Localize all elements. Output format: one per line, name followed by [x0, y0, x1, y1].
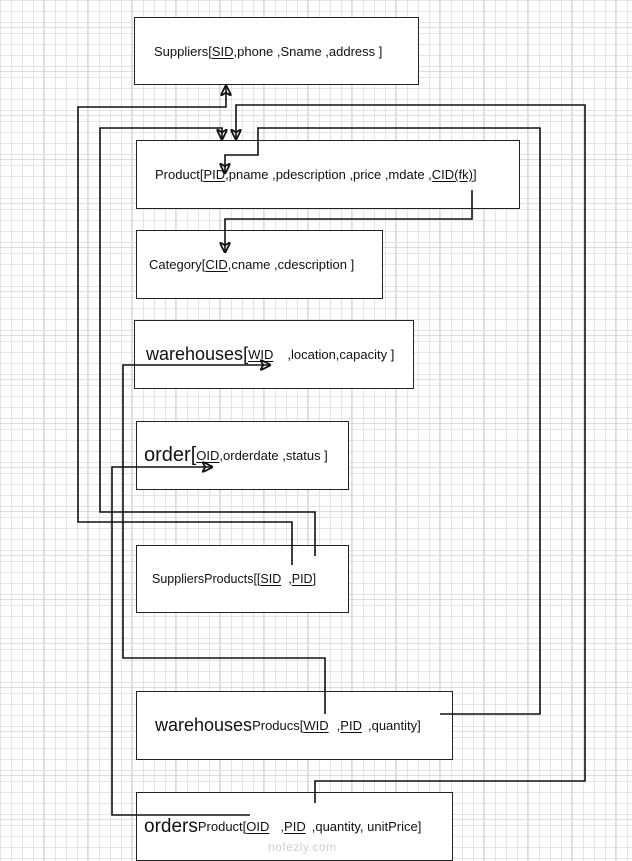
attribute-list: cname ,cdescription ]	[231, 257, 355, 272]
attribute-list: orderdate ,status ]	[223, 448, 328, 463]
entity-order[interactable]: order[OID ,orderdate ,status ]	[136, 421, 349, 490]
attribute-list: quantity]	[371, 718, 421, 733]
entity-category[interactable]: Category [CID ,cname ,cdescription ]	[136, 230, 383, 299]
entity-suppliers[interactable]: Suppliers [SID ,phone ,Sname ,address ]	[134, 17, 419, 85]
primary-key-pid: PID	[340, 718, 362, 733]
entity-name-main: orders	[144, 815, 198, 837]
foreign-key-cid: CID(fk)	[431, 167, 473, 182]
primary-key-pid: PID	[291, 572, 313, 586]
entity-name: Category	[149, 257, 202, 272]
primary-key-cid: CID	[205, 257, 228, 272]
entity-name-suffix: Product	[197, 819, 243, 834]
attribute-list: pname ,pdescription ,price ,mdate ,	[228, 167, 432, 182]
attribute-list: quantity, unitPrice]	[315, 819, 422, 834]
attribute-list: location,capacity ]	[290, 347, 395, 362]
entity-name: warehouses	[146, 344, 244, 364]
primary-key-oid: OID	[246, 819, 270, 834]
watermark: nofezly.com	[268, 840, 337, 854]
entity-name: Product	[155, 167, 200, 182]
primary-key-pid: PID	[203, 167, 226, 182]
connector-ordersproduct-oid-to-order	[111, 467, 250, 816]
entity-name: SuppliersProducts	[152, 572, 254, 586]
entity-suppliers-products[interactable]: SuppliersProducts [[SID ,PID ]	[136, 545, 349, 613]
primary-key-wid: WID	[248, 347, 274, 362]
entity-name: order	[144, 444, 191, 466]
entity-name: Suppliers	[154, 43, 209, 59]
primary-key-wid: WID	[303, 718, 329, 733]
entity-name-suffix: Producs	[252, 718, 300, 733]
primary-key-sid: SID	[260, 572, 282, 586]
attribute-list: phone ,Sname ,address ]	[237, 43, 383, 59]
primary-key-pid: PID	[284, 819, 306, 834]
entity-warehouses[interactable]: warehouses [WID ,location,capacity ]	[134, 320, 414, 389]
primary-key-oid: OID	[196, 448, 220, 463]
primary-key-sid: SID	[211, 43, 234, 59]
entity-name-main: warehouses	[155, 715, 253, 735]
connector-warehousesproducts-wid-to-warehouses	[122, 365, 326, 714]
entity-product[interactable]: Product [PID ,pname ,pdescription ,price…	[136, 140, 520, 209]
